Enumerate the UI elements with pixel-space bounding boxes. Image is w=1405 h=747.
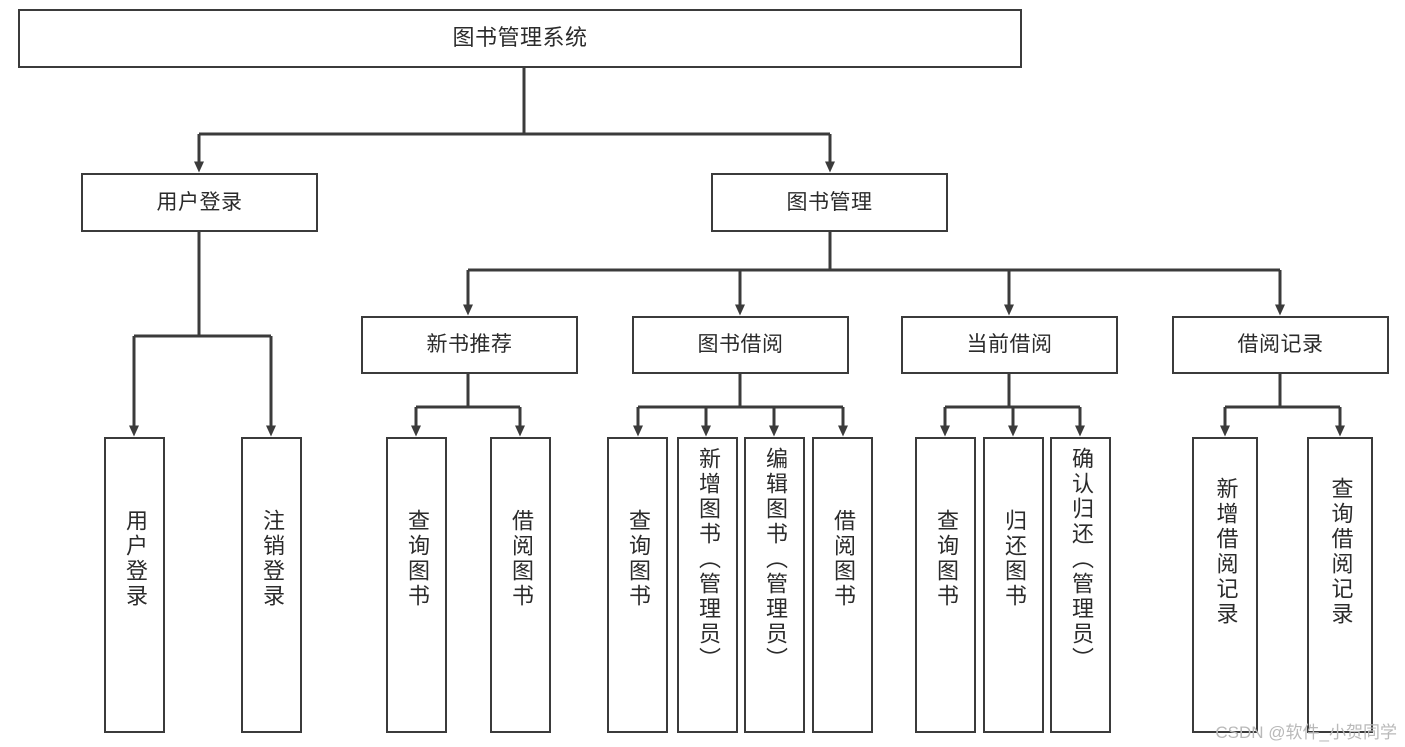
node-leaf-query-books-current[interactable]: 查询图书 — [915, 437, 976, 733]
node-book-borrow[interactable]: 图书借阅 — [632, 316, 849, 374]
node-label: 确认归还（管理员） — [1068, 447, 1094, 672]
node-label: 归还图书 — [1001, 509, 1027, 609]
node-leaf-query-books-recommend[interactable]: 查询图书 — [386, 437, 447, 733]
node-label: 新增图书（管理员） — [695, 447, 721, 672]
node-label: 借阅图书 — [830, 509, 856, 609]
node-leaf-query-borrow-record[interactable]: 查询借阅记录 — [1307, 437, 1373, 733]
node-label: 当前借阅 — [966, 333, 1053, 357]
node-label: 查询借阅记录 — [1328, 477, 1354, 627]
node-leaf-add-borrow-record[interactable]: 新增借阅记录 — [1192, 437, 1258, 733]
node-user-login[interactable]: 用户登录 — [81, 173, 318, 232]
node-new-book-recommend[interactable]: 新书推荐 — [361, 316, 578, 374]
node-root-library-system[interactable]: 图书管理系统 — [18, 9, 1022, 68]
node-label: 图书管理 — [786, 190, 873, 214]
node-borrow-records[interactable]: 借阅记录 — [1172, 316, 1389, 374]
node-label: 新增借阅记录 — [1213, 477, 1239, 627]
node-leaf-return-books[interactable]: 归还图书 — [983, 437, 1044, 733]
watermark-text: CSDN @软件_小贺同学 — [1215, 723, 1397, 742]
node-label: 新书推荐 — [426, 333, 513, 357]
node-label: 用户登录 — [122, 509, 148, 609]
node-label: 编辑图书（管理员） — [762, 447, 788, 672]
node-label: 查询图书 — [625, 509, 651, 609]
node-leaf-borrow-books-recommend[interactable]: 借阅图书 — [490, 437, 551, 733]
node-label: 查询图书 — [933, 509, 959, 609]
node-label: 借阅图书 — [508, 509, 534, 609]
node-label: 图书管理系统 — [452, 25, 588, 51]
node-label: 注销登录 — [259, 509, 285, 609]
node-leaf-logout[interactable]: 注销登录 — [241, 437, 302, 733]
node-leaf-borrow-books[interactable]: 借阅图书 — [812, 437, 873, 733]
node-book-management[interactable]: 图书管理 — [711, 173, 948, 232]
node-leaf-edit-book-admin[interactable]: 编辑图书（管理员） — [744, 437, 805, 733]
node-leaf-confirm-return-admin[interactable]: 确认归还（管理员） — [1050, 437, 1111, 733]
node-label: 借阅记录 — [1237, 333, 1324, 357]
node-leaf-user-login[interactable]: 用户登录 — [104, 437, 165, 733]
node-label: 用户登录 — [156, 190, 243, 214]
node-label: 图书借阅 — [697, 333, 784, 357]
node-label: 查询图书 — [404, 509, 430, 609]
node-leaf-add-book-admin[interactable]: 新增图书（管理员） — [677, 437, 738, 733]
node-current-borrow[interactable]: 当前借阅 — [901, 316, 1118, 374]
node-leaf-query-books-borrow[interactable]: 查询图书 — [607, 437, 668, 733]
